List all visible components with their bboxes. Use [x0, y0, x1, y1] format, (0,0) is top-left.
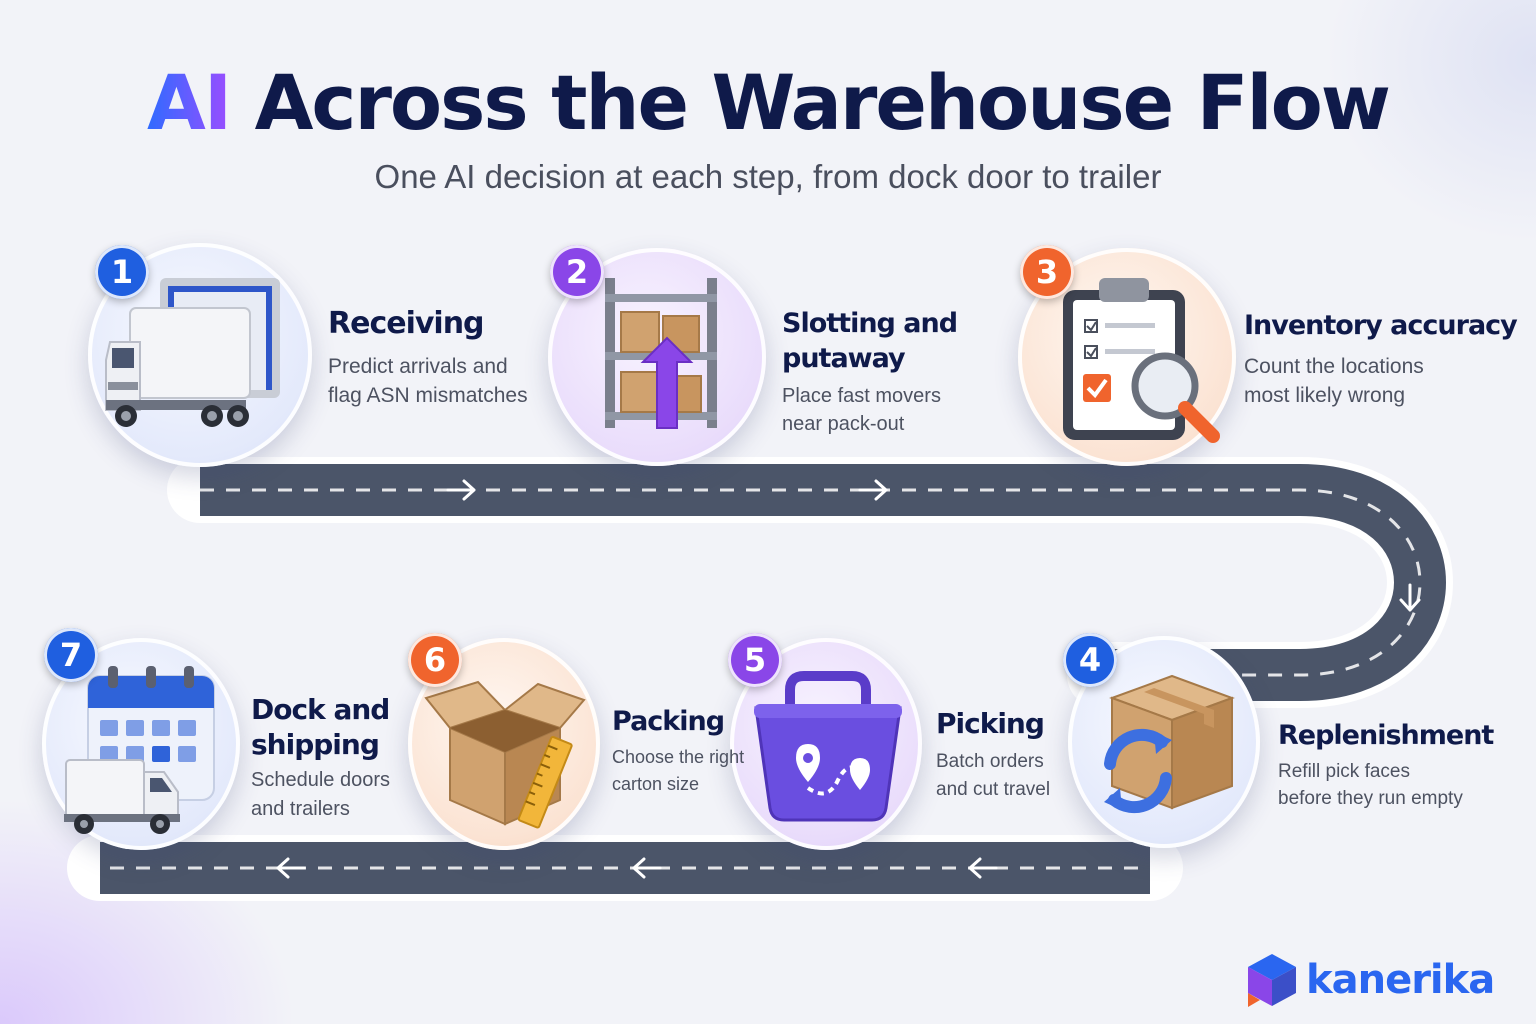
step-5-badge: 5 [728, 633, 782, 687]
road-arrow-left-2 [632, 857, 662, 879]
page-title: AI Across the Warehouse Flow [0, 58, 1536, 147]
step-6-title: Packing [612, 706, 725, 737]
road-arrow-right-1 [446, 479, 476, 501]
shelving-arrow-icon [605, 278, 717, 429]
kanerika-cube-icon [1248, 954, 1296, 1007]
step-7-badge: 7 [44, 628, 98, 682]
step-3-badge: 3 [1020, 245, 1074, 299]
road-arrow-down [1399, 583, 1421, 612]
basket-route-icon [754, 671, 902, 822]
truck-at-dock-icon [105, 278, 280, 427]
title-highlight: AI [147, 58, 232, 147]
open-box-ruler-icon [424, 680, 586, 829]
step-1-title: Receiving [328, 306, 485, 341]
kanerika-logo: kanerika [1246, 952, 1495, 1008]
step-2-badge: 2 [550, 245, 604, 299]
clipboard-magnifier-icon [1063, 278, 1220, 443]
brand-name: kanerika [1306, 957, 1495, 1003]
step-4-title: Replenishment [1278, 720, 1494, 751]
road-arrow-right-2 [858, 479, 888, 501]
step-5-title: Picking [936, 707, 1045, 740]
box-refresh-icon [1104, 674, 1235, 814]
page-subtitle: One AI decision at each step, from dock … [374, 158, 1162, 195]
calendar-truck-icon [64, 666, 215, 834]
step-3-title: Inventory accuracy [1244, 310, 1518, 341]
road-arrow-left-3 [276, 857, 306, 879]
road-arrow-left-1 [968, 857, 998, 879]
step-6-badge: 6 [408, 633, 462, 687]
step-1-badge: 1 [95, 245, 149, 299]
step-4-badge: 4 [1063, 633, 1117, 687]
title-rest: Across the Warehouse Flow [254, 58, 1391, 147]
